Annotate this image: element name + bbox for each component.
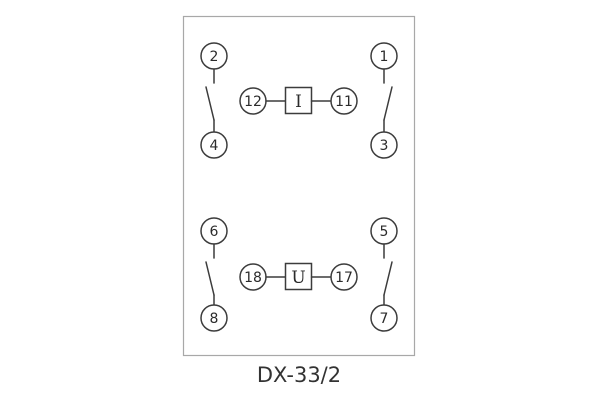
coil-U: 18 U 17 (239, 262, 358, 291)
coil-block-label: U (291, 268, 305, 288)
terminal-number: 5 (380, 224, 389, 240)
contact-blade-line (383, 86, 393, 121)
terminal-number: 12 (244, 94, 262, 110)
contact-1-3: 1 3 (370, 42, 398, 159)
relay-unit-U: 6 8 5 7 18 (200, 217, 398, 332)
contact-6-8: 6 8 (200, 217, 228, 332)
enclosure-outline (182, 15, 416, 357)
terminal-number: 18 (244, 270, 262, 286)
terminal-number: 4 (210, 138, 219, 154)
terminal-number: 6 (210, 224, 219, 240)
relay-unit-I: 2 4 1 3 12 (200, 42, 398, 159)
terminal-number: 7 (380, 311, 389, 327)
contact-blade-line (205, 261, 215, 296)
terminal-circle (330, 87, 358, 115)
contact-2-4: 2 4 (200, 42, 228, 159)
coil-block-label: I (295, 92, 302, 112)
terminal-number: 2 (210, 49, 219, 65)
coil-block-box (284, 86, 313, 115)
contact-5-7: 5 7 (370, 217, 398, 332)
terminal-circle (370, 304, 398, 332)
terminal-number: 8 (210, 311, 219, 327)
terminal-circle (330, 263, 358, 291)
terminal-number: 1 (380, 49, 389, 65)
terminal-circle (200, 304, 228, 332)
terminal-circle (200, 131, 228, 159)
contact-blade-line (205, 86, 215, 121)
contact-blade-line (383, 261, 393, 296)
terminal-circle (370, 131, 398, 159)
terminal-number: 11 (335, 94, 353, 110)
terminal-number: 3 (380, 138, 389, 154)
terminal-number: 17 (335, 270, 353, 286)
model-label: DX-33/2 (257, 363, 341, 387)
coil-I: 12 I 11 (239, 86, 358, 115)
